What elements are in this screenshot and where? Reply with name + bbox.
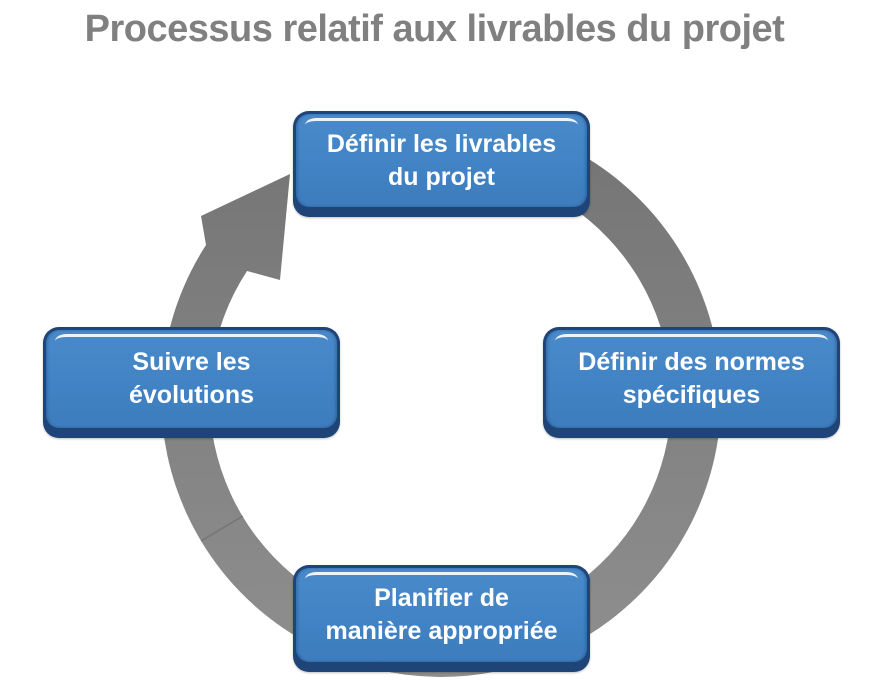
page-title: Processus relatif aux livrables du proje… (84, 8, 785, 50)
process-step-definir-normes: Définir des normes spécifiques (543, 327, 840, 438)
step-label-line1: Définir des normes (578, 348, 805, 376)
process-step-planifier: Planifier de manière appropriée (293, 565, 590, 672)
step-label-line2: spécifiques (622, 381, 761, 409)
step-label-line1: Suivre les (132, 348, 251, 376)
step-label-line2: du projet (388, 162, 495, 191)
process-step-label: Suivre les évolutions (46, 330, 337, 428)
process-step-label: Planifier de manière appropriée (296, 568, 587, 662)
ring-segment-seam (200, 515, 244, 542)
step-label-line2: évolutions (128, 381, 254, 409)
step-label-line2: manière appropriée (325, 617, 558, 645)
process-step-suivre-evolutions: Suivre les évolutions (43, 327, 340, 438)
process-step-label: Définir les livrables du projet (296, 114, 587, 207)
step-label-line1: Définir les livrables (326, 129, 557, 158)
process-step-definir-livrables: Définir les livrables du projet (293, 111, 590, 217)
step-label-line1: Planifier de (374, 584, 509, 612)
process-step-label: Définir des normes spécifiques (546, 330, 837, 428)
